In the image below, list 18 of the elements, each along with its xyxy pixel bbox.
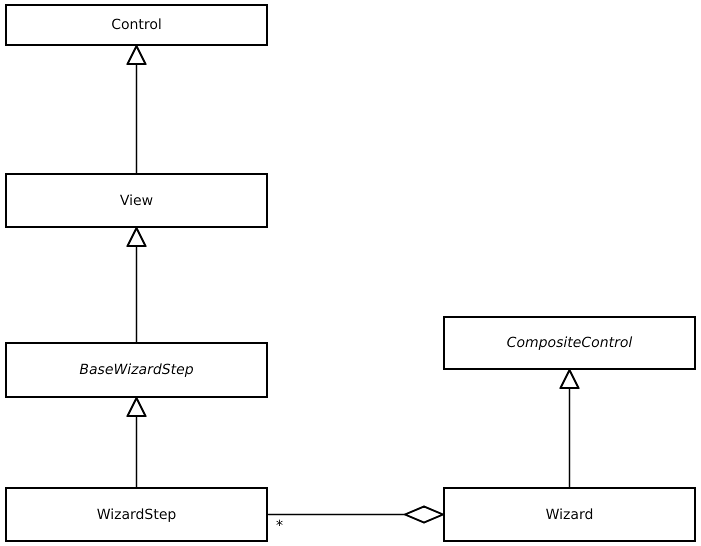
inheritance-arrow xyxy=(560,369,580,487)
class-name: Wizard xyxy=(546,506,594,522)
class-name: CompositeControl xyxy=(506,335,632,351)
multiplicity-label: * xyxy=(276,518,283,534)
class-box xyxy=(443,316,696,370)
class-name: Control xyxy=(111,17,162,33)
class-box xyxy=(5,487,268,542)
class-name: View xyxy=(120,192,154,208)
inheritance-arrow xyxy=(126,227,146,342)
aggregation-line xyxy=(268,506,444,524)
inheritance-arrow xyxy=(126,45,146,173)
class-box xyxy=(5,342,268,398)
class-box xyxy=(5,173,268,228)
class-box xyxy=(443,487,696,542)
class-name: WizardStep xyxy=(96,506,176,522)
class-box xyxy=(5,4,268,46)
inheritance-arrow xyxy=(126,397,146,487)
class-name: BaseWizardStep xyxy=(79,362,194,378)
